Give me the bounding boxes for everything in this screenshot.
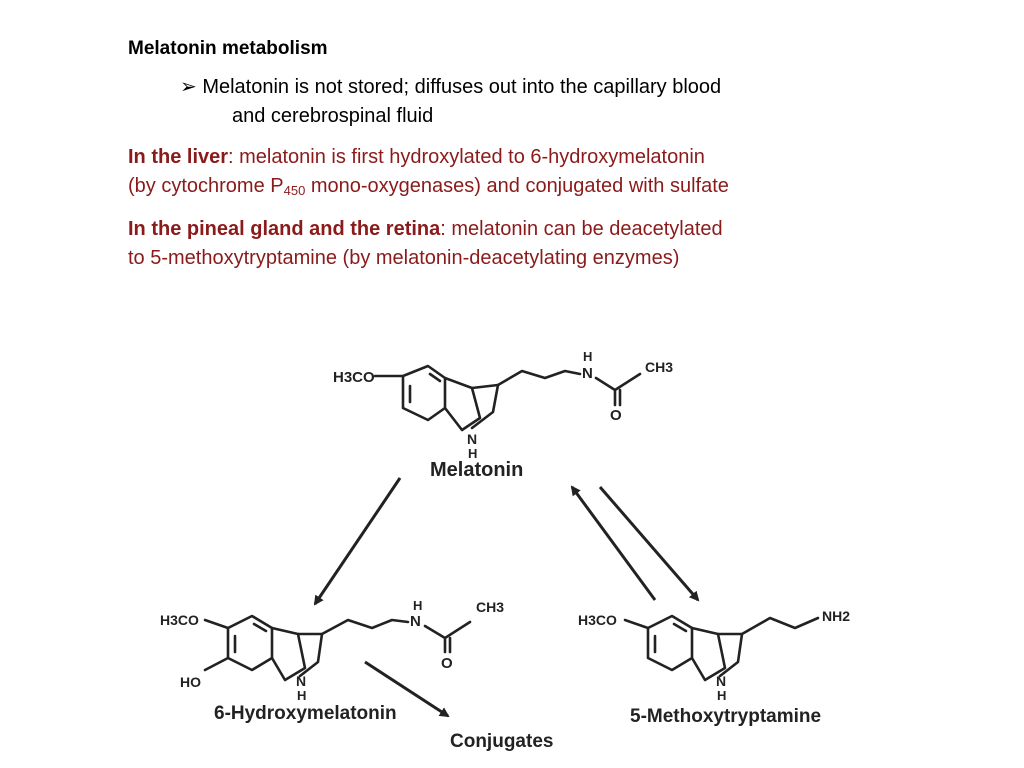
melatonin-h3co: H3CO [333,369,375,386]
melatonin-benzene-inner [408,372,442,404]
liver-line2b: mono-oxygenases) and conjugated with sul… [305,175,729,197]
hydroxy-o: O [441,655,453,672]
arrow-to-conjugates [364,660,450,718]
methoxy-chain [740,616,820,636]
conjugates-label: Conjugates [450,731,553,752]
para-liver: In the liver: melatonin is first hydroxy… [128,143,948,205]
para-pineal: In the pineal gland and the retina: mela… [128,215,948,273]
melatonin-ring-h: H [468,446,477,461]
hydroxy-pyrrole-ext [296,632,324,678]
arrow-to-hydroxy [313,477,402,606]
liver-line1: : melatonin is first hydroxylated to 6-h… [228,146,705,168]
melatonin-pyrrole [443,376,482,432]
pineal-label: In the pineal gland and the retina [128,218,441,240]
hydroxy-pyrrole [270,626,307,682]
hydroxy-ho: HO [180,674,201,690]
methoxytryptamine-structure: H3CO NH2 N H 5-Methoxytryptamine [578,608,850,727]
hydroxy-ch3: CH3 [476,599,504,615]
methoxy-h3co: H3CO [578,612,617,628]
hydroxy-ring-h: H [297,688,306,703]
methoxy-ring-h: H [717,688,726,703]
methoxy-name: 5-Methoxytryptamine [630,706,821,727]
methoxy-nh2: NH2 [822,608,850,624]
hydroxy-amide-n: N [410,613,421,630]
bullet-line1: Melatonin is not stored; diffuses out in… [202,76,722,98]
melatonin-chain [496,369,582,387]
hydroxy-h3co: H3CO [160,612,199,628]
melatonin-ring-n: N [467,431,477,447]
melatonin-ch3: CH3 [645,359,673,375]
hydroxymelatonin-structure: H3CO HO H N CH3 O N H 6-Hydroxymelatonin [160,598,504,724]
pineal-line1: : melatonin can be deacetylated [440,218,723,240]
liver-label: In the liver [128,146,229,168]
slide-title: Melatonin metabolism [128,38,328,59]
hydroxy-name: 6-Hydroxymelatonin [214,703,397,724]
hydroxy-amide [423,620,472,654]
bullet-marker: ➢ [180,76,197,98]
slide-text: Melatonin metabolism ➢ Melatonin is not … [128,38,948,283]
methoxy-benzene-inner [653,622,688,654]
arrow-to-methoxy [598,486,700,602]
methoxy-pyrrole [690,626,727,682]
melatonin-amide [594,372,642,407]
methoxy-ring-n: N [716,673,726,689]
pineal-line2: to 5-methoxytryptamine (by melatonin-dea… [128,247,680,269]
liver-line2a: (by cytochrome P [128,175,284,197]
methoxy-oxy-bond [623,618,650,630]
melatonin-amide-h: H [583,349,592,364]
hydroxy-benzene-inner [233,622,268,654]
hydroxy-subst-bonds [203,618,230,672]
melatonin-name: Melatonin [430,459,523,481]
liver-sub: 450 [283,183,306,198]
hydroxy-chain [320,618,410,636]
methoxy-pyrrole-ext [716,632,744,678]
melatonin-pyrrole-ext [470,383,500,430]
melatonin-structure: H3CO H N CH3 O N H Melatonin [333,349,673,481]
hydroxy-ring-n: N [296,673,306,689]
melatonin-o: O [610,407,622,424]
bullet-stored: ➢ Melatonin is not stored; diffuses out … [180,73,948,131]
melatonin-amide-n: N [582,365,593,382]
bullet-line2: and cerebrospinal fluid [232,105,434,127]
hydroxy-amide-h: H [413,598,422,613]
arrow-back-to-melatonin [570,485,657,601]
